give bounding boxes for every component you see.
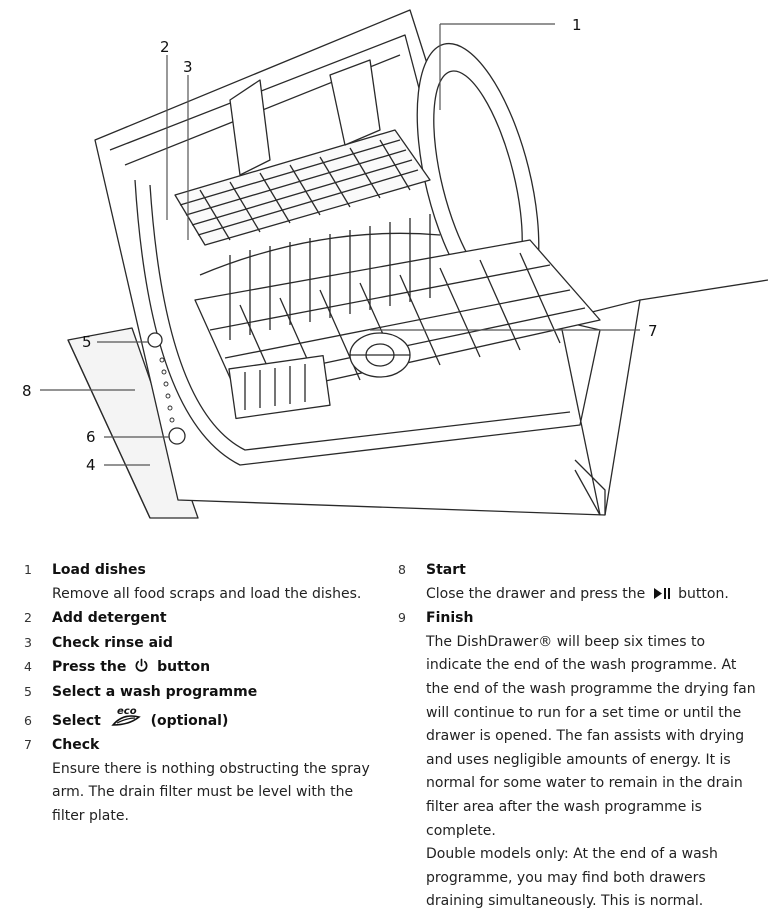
cutlery-tray	[174, 129, 431, 246]
callout-1: 1	[572, 16, 582, 34]
instructions-right-column: 8 Start Close the drawer and press the b…	[398, 558, 758, 914]
step-body-double-models: Double models only: At the end of a wash…	[426, 846, 718, 910]
callout-6: 6	[86, 428, 96, 446]
step-number: 2	[24, 610, 32, 626]
step-title: Select eco (optional)	[52, 705, 228, 734]
step-title-post: button	[157, 659, 211, 676]
step-number: 1	[24, 562, 32, 577]
step-press-power: 4 Press the button	[24, 655, 384, 680]
tub-inner-rim	[134, 179, 601, 466]
upper-rack	[229, 59, 381, 176]
step-title: Load dishes	[52, 562, 146, 578]
step-load-dishes: 1 Load dishes Remove all food scraps and…	[24, 558, 384, 606]
step-title-post: (optional)	[150, 712, 229, 729]
step-title: Add detergent	[52, 610, 167, 627]
power-icon	[135, 658, 148, 673]
step-body: Remove all food scraps and load the dish…	[52, 585, 362, 602]
eco-control-button	[168, 427, 186, 445]
step-title-pre: Select	[52, 712, 101, 729]
step-title: Finish	[426, 610, 474, 627]
callout-5: 5	[82, 333, 92, 351]
step-number: 9	[398, 610, 406, 626]
step-finish: 9 Finish The DishDrawer® will beep six t…	[398, 606, 758, 914]
callout-7: 7	[648, 322, 658, 340]
callout-3: 3	[183, 58, 193, 76]
step-number: 4	[24, 659, 32, 675]
step-title: Select a wash programme	[52, 683, 258, 700]
callout-8: 8	[22, 382, 32, 400]
step-start: 8 Start Close the drawer and press the b…	[398, 558, 758, 606]
step-title: Press the button	[52, 656, 210, 680]
step-body-pre: Close the drawer and press the	[426, 585, 646, 602]
step-select-programme: 5 Select a wash programme	[24, 680, 384, 705]
power-control-button	[147, 332, 163, 348]
step-body: The DishDrawer® will beep six times to i…	[426, 633, 756, 839]
play-pause-icon	[653, 587, 670, 599]
step-title: Check	[52, 737, 100, 754]
step-number: 7	[24, 737, 32, 753]
step-number: 3	[24, 634, 32, 650]
callout-4: 4	[86, 456, 96, 474]
eco-icon: eco	[111, 706, 141, 726]
step-title: Start	[426, 562, 466, 578]
step-body-post: button.	[678, 585, 729, 602]
step-body: Close the drawer and press the button.	[398, 583, 758, 607]
step-number: 6	[24, 712, 32, 728]
step-title-pre: Press the	[52, 659, 127, 676]
step-check: 7 Check Ensure there is nothing obstruct…	[24, 733, 384, 828]
dishdrawer-illustration: 1 2 3 4 5 6 7 8	[22, 9, 768, 519]
step-check-rinse-aid: 3 Check rinse aid	[24, 631, 384, 656]
step-add-detergent: 2 Add detergent	[24, 606, 384, 631]
step-title: Check rinse aid	[52, 634, 173, 651]
svg-text:eco: eco	[117, 706, 137, 717]
callout-2: 2	[160, 38, 170, 56]
step-number: 5	[24, 683, 32, 699]
step-select-eco: 6 Select eco (optional)	[24, 705, 384, 734]
step-number: 8	[398, 562, 406, 577]
instructions-left-column: 1 Load dishes Remove all food scraps and…	[24, 558, 384, 829]
step-body: Ensure there is nothing obstructing the …	[52, 760, 370, 824]
